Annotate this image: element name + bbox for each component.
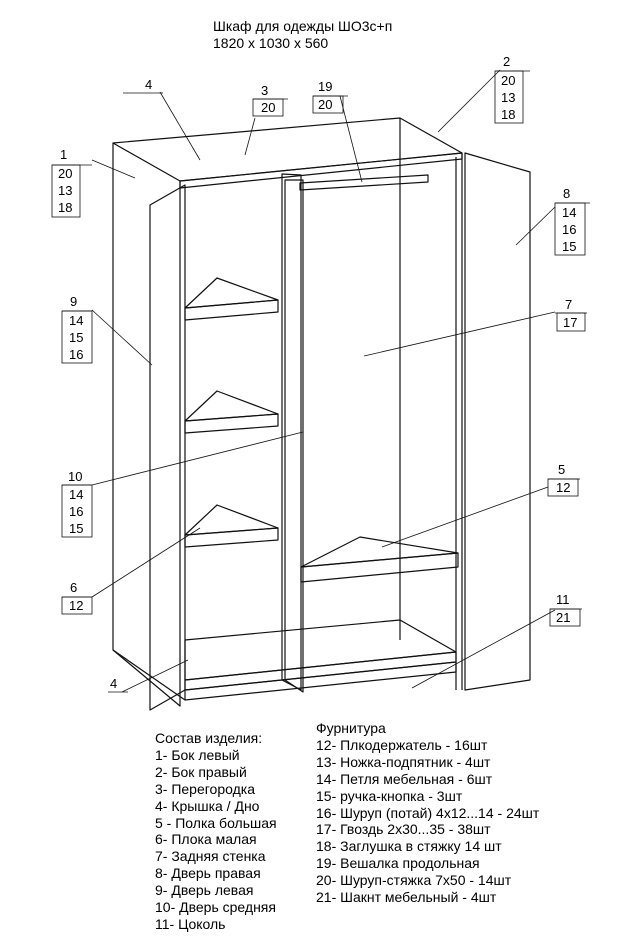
callout-4-top: 4 (123, 77, 163, 94)
callout-3-sub1: 20 (261, 100, 275, 115)
callout-6-main: 6 (70, 580, 77, 595)
hardware-heading: Фурнитура (316, 720, 386, 736)
callout-8-sub1: 14 (562, 205, 576, 220)
left-door (149, 184, 186, 711)
callout-7-main: 7 (565, 297, 572, 312)
wardrobe-body (112, 117, 531, 711)
callout-2-sub2: 13 (501, 90, 515, 105)
callout-7-sub1: 17 (563, 315, 577, 330)
callout-9-sub3: 16 (69, 347, 83, 362)
callout-19: 19 20 (312, 79, 348, 114)
callout-8: 8 14 16 15 (554, 186, 590, 256)
callout-5-main: 5 (558, 462, 565, 477)
callout-5: 5 12 (547, 462, 580, 497)
callout-11-sub1: 21 (556, 610, 570, 625)
callout-19-sub1: 20 (318, 97, 332, 112)
title-name: Шкаф для одежды ШО3с+п (213, 18, 393, 34)
callout-11-main: 11 (556, 592, 570, 607)
callout-10-main: 10 (68, 469, 82, 484)
composition-heading: Состав изделия: (155, 730, 263, 746)
callout-9-sub2: 15 (69, 330, 83, 345)
hardware-item: 18- Заглушка в стяжку 14 шт (316, 838, 502, 855)
hanger-rail (299, 174, 429, 191)
hardware-item: 20- Шуруп-стяжка 7x50 - 14шт (316, 872, 512, 889)
callout-9-main: 9 (70, 294, 77, 309)
callout-11: 11 21 (549, 592, 582, 627)
composition-item: 1- Бок левый (155, 746, 240, 763)
hardware-item: 16- Шуруп (потай) 4x12...14 - 24шт (316, 804, 540, 821)
callout-9-sub1: 14 (69, 313, 83, 328)
callout-8-main: 8 (563, 186, 570, 201)
composition-item: 7- Задняя стенка (155, 848, 266, 865)
composition-item: 11- Цоколь (155, 915, 226, 932)
callout-10-sub2: 16 (69, 504, 83, 519)
callout-8-sub2: 16 (562, 222, 576, 237)
callout-6: 6 12 (61, 580, 93, 615)
composition-item: 5 - Полка большая (155, 814, 277, 831)
callout-19-main: 19 (318, 79, 332, 94)
right-door (464, 152, 531, 691)
hardware-item: 13- Ножка-подпятник - 4шт (316, 753, 491, 770)
callout-6-sub1: 12 (69, 598, 83, 613)
callout-10-sub1: 14 (69, 487, 83, 502)
hardware-item: 14- Петля мебельная - 6шт (316, 770, 493, 787)
callout-3: 3 20 (252, 83, 288, 117)
composition-item: 3- Перегородка (155, 780, 255, 797)
plinth (184, 661, 457, 701)
hardware-item: 12- Плкодержатель - 16шт (316, 736, 488, 753)
leader-lines (91, 69, 556, 693)
hardware-item: 21- Шакнт мебельный - 4шт (316, 889, 497, 906)
callout-1-sub2: 13 (58, 183, 72, 198)
callout-2-main: 2 (503, 54, 510, 69)
callout-2-sub3: 18 (501, 107, 515, 122)
callout-1: 1 20 13 18 (51, 147, 92, 218)
drawing-title: Шкаф для одежды ШО3с+п 1820 x 1030 x 560 (213, 18, 392, 52)
callout-8-sub3: 15 (562, 239, 576, 254)
composition-list: Состав изделия: 1- Бок левый 2- Бок прав… (155, 730, 277, 933)
hardware-item: 19- Вешалка продольная (316, 855, 480, 872)
callout-4-bottom: 4 (108, 676, 128, 693)
callout-1-main: 1 (60, 147, 67, 162)
callout-5-sub1: 12 (556, 480, 570, 495)
left-side-panel (112, 143, 181, 707)
callout-1-sub3: 18 (58, 200, 72, 215)
middle-door (284, 179, 304, 693)
callout-3-main: 3 (261, 83, 268, 98)
callout-9: 9 14 15 16 (61, 294, 93, 364)
callout-4-bottom-main: 4 (110, 676, 117, 691)
composition-item: 4- Крышка / Дно (155, 797, 260, 814)
callout-2-sub1: 20 (501, 73, 515, 88)
callout-2: 2 20 13 18 (494, 54, 530, 124)
composition-item: 10- Дверь средняя (155, 899, 276, 916)
callout-7: 7 17 (555, 297, 587, 332)
composition-item: 2- Бок правый (155, 763, 247, 780)
composition-item: 6- Плока малая (155, 831, 257, 848)
title-dimensions: 1820 x 1030 x 560 (213, 35, 329, 51)
hardware-item: 17- Гвоздь 2x30...35 - 38шт (316, 821, 491, 838)
hardware-list: Фурнитура 12- Плкодержатель - 16шт 13- Н… (316, 720, 539, 906)
callout-4-top-main: 4 (145, 77, 152, 92)
composition-item: 8- Дверь правая (155, 865, 261, 882)
callout-10-sub3: 15 (69, 521, 83, 536)
composition-item: 9- Дверь левая (155, 882, 254, 899)
hardware-item: 15- ручка-кнопка - 3шт (316, 787, 463, 804)
callout-10: 10 14 16 15 (61, 469, 93, 538)
callout-1-sub1: 20 (58, 166, 72, 181)
